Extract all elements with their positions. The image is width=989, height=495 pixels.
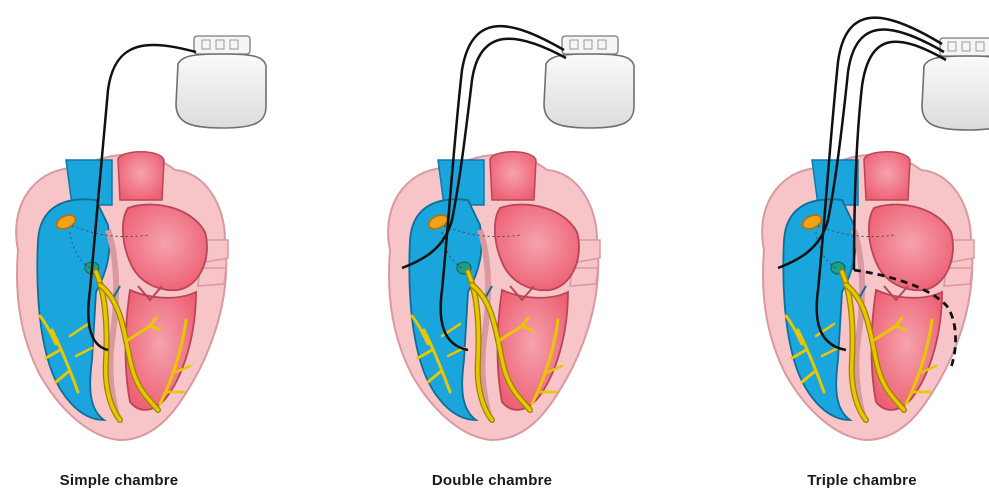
panel-triple-chambre: [762, 18, 989, 440]
panel-simple-chambre: [16, 36, 266, 440]
pacemaker-device: [544, 36, 634, 128]
panel-double-chambre: [388, 26, 634, 440]
heart-illustration: [762, 152, 974, 440]
caption-double-chambre: Double chambre: [372, 472, 612, 489]
heart-illustration: [388, 152, 600, 440]
caption-triple-chambre: Triple chambre: [742, 472, 982, 489]
caption-simple-chambre: Simple chambre: [0, 472, 239, 489]
heart-illustration: [16, 152, 228, 440]
